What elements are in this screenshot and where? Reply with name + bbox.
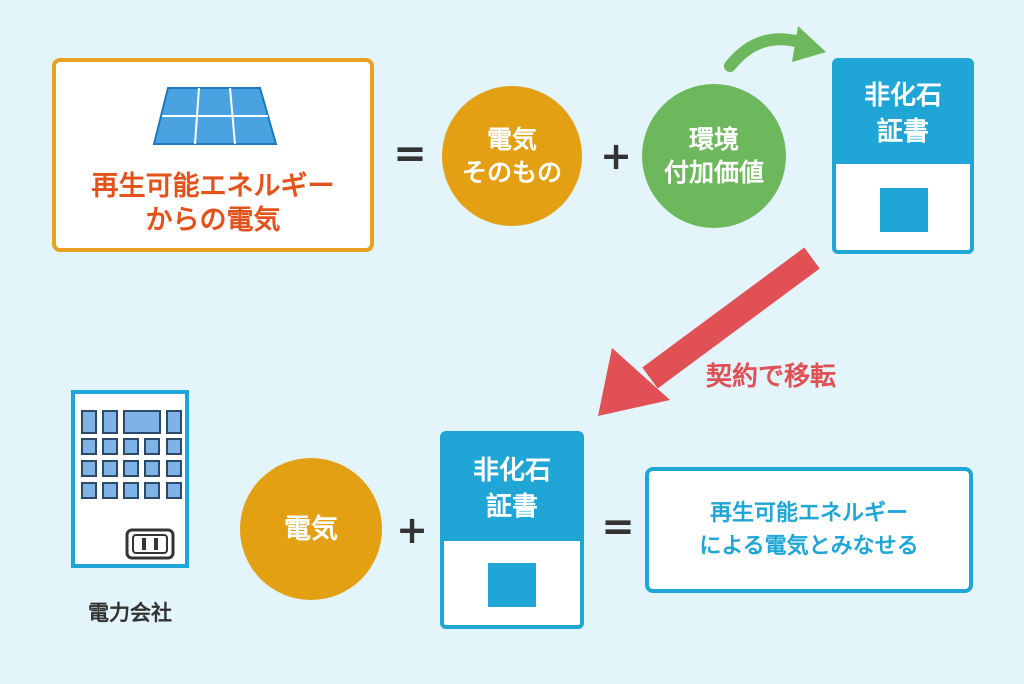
equals-sign: = xyxy=(393,131,427,177)
building-icon xyxy=(71,390,189,568)
electricity-circle: 電気 xyxy=(240,458,382,600)
result-label: 再生可能エネルギー による電気とみなせる xyxy=(699,501,919,559)
renewable-electricity-label: 再生可能エネルギー からの電気 xyxy=(91,171,335,236)
transfer-arrow-icon xyxy=(598,247,820,416)
power-company-label: 電力会社 xyxy=(88,601,172,625)
certificate-header: 非化石 証書 xyxy=(444,435,580,541)
result-box xyxy=(645,467,973,593)
certificate-stamp xyxy=(488,563,536,607)
curved-arrow-icon xyxy=(724,26,826,72)
plus-sign-bottom: + xyxy=(396,508,428,552)
electricity-itself-circle: 電気そのもの xyxy=(442,86,582,226)
non-fossil-certificate-bottom: 非化石 証書 xyxy=(440,431,584,629)
equals-sign-bottom: = xyxy=(601,504,635,550)
non-fossil-certificate: 非化石 証書 xyxy=(832,58,974,254)
environmental-value-circle: 環境付加価値 xyxy=(642,84,786,228)
transfer-by-contract-label: 契約で移転 xyxy=(706,362,837,392)
solar-panel-icon xyxy=(152,87,278,145)
certificate-stamp xyxy=(880,188,928,232)
plus-sign: + xyxy=(600,134,632,178)
outlet-icon xyxy=(125,528,175,560)
certificate-header: 非化石 証書 xyxy=(836,62,970,164)
